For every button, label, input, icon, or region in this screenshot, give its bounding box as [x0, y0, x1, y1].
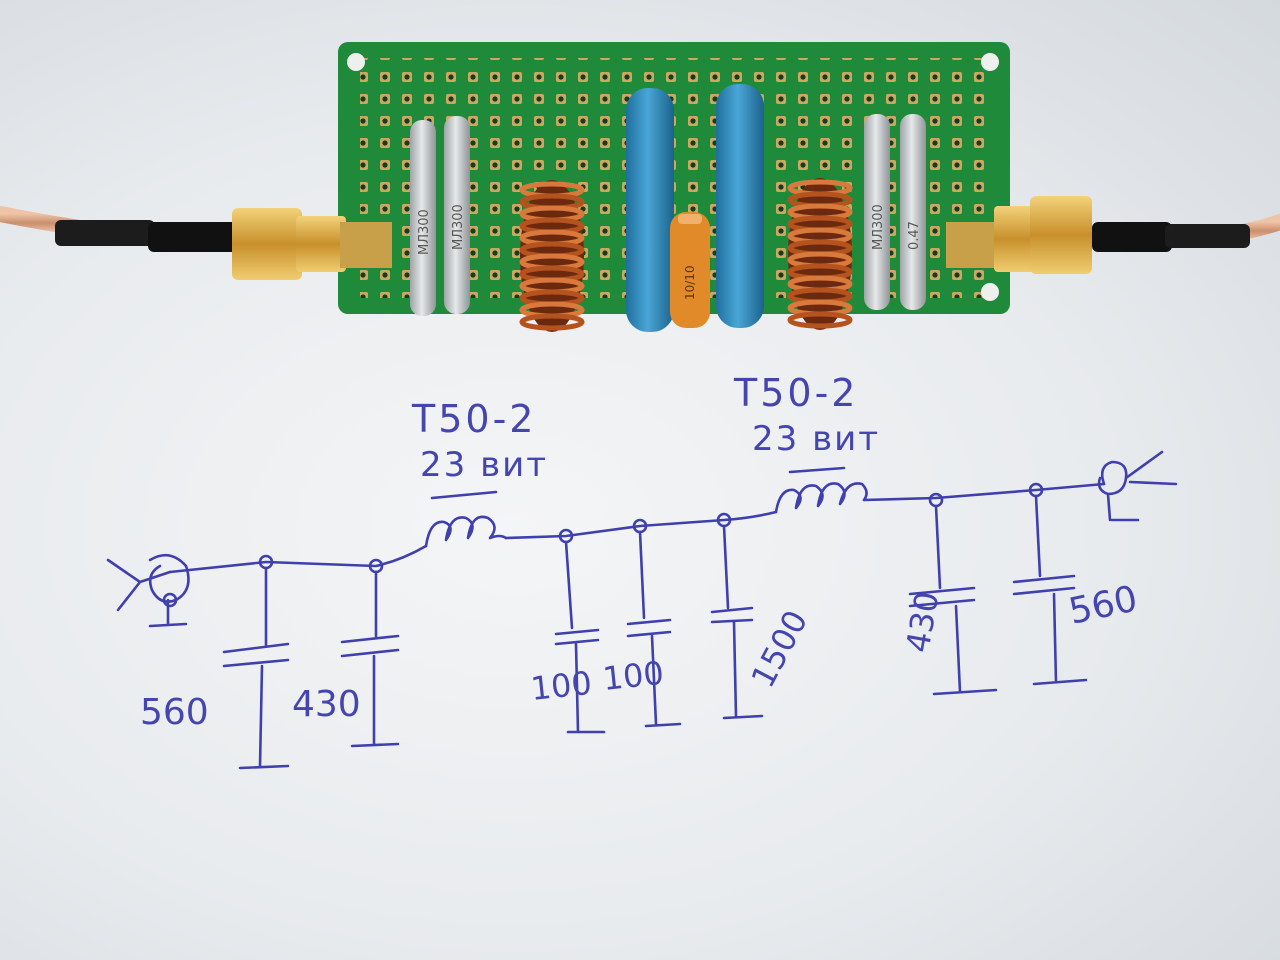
svg-text:0.47: 0.47	[907, 221, 922, 250]
right-sma-connector	[946, 196, 1092, 274]
right-coax-cable	[1082, 214, 1280, 252]
capacitor-4-symbol	[626, 530, 682, 728]
main-line-3	[862, 482, 1106, 502]
blue-capacitor-left	[626, 88, 674, 332]
capacitor-5-value: 1500	[744, 604, 816, 694]
capacitor-4-value: 100	[601, 654, 666, 698]
capacitor-1-value: 560	[140, 692, 209, 733]
resistor-left-1: МЛ300	[410, 120, 436, 316]
capacitor-1-symbol	[222, 566, 290, 770]
inductor-2-overline	[788, 466, 846, 474]
left-coax-cable	[0, 206, 243, 252]
resistor-right-2: 0.47	[900, 114, 926, 310]
winding-turn	[519, 313, 585, 331]
capacitor-6-value: 430	[898, 589, 946, 656]
capacitor-7-symbol	[1012, 494, 1088, 686]
inductor-1-overline	[430, 490, 498, 500]
inductor-2-symbol	[774, 482, 868, 514]
capacitor-3-symbol	[554, 540, 606, 734]
capacitor-6-symbol	[908, 504, 998, 696]
inductor-2-turns-label: 23 вит	[752, 419, 880, 459]
output-connector-symbol	[1097, 450, 1178, 522]
inductor-1-core-label: T50-2	[411, 397, 536, 441]
resistor-left-2: МЛ300	[444, 116, 470, 314]
orange-capacitor: 10/10	[670, 212, 710, 328]
toroid-inductor-right	[787, 178, 853, 330]
main-line-1	[168, 544, 428, 574]
main-line-2	[504, 510, 778, 540]
inductor-1-turns-label: 23 вит	[420, 445, 548, 485]
svg-text:МЛ300: МЛ300	[451, 204, 466, 250]
svg-text:МЛ300: МЛ300	[417, 209, 432, 255]
capacitor-3-value: 100	[529, 664, 594, 708]
left-sma-connector	[232, 208, 392, 280]
capacitor-2-symbol	[340, 570, 400, 748]
inductor-1-symbol	[424, 515, 508, 548]
junction-dots	[162, 482, 1044, 608]
blue-capacitor-right	[716, 84, 764, 328]
schematic-drawing: T50-2 23 вит T50-2 23 вит 560 430 100 10…	[106, 371, 1178, 770]
winding-turn	[787, 311, 853, 329]
input-connector-symbol	[106, 553, 190, 628]
resistor-right-1: МЛ300	[864, 114, 890, 310]
svg-text:10/10: 10/10	[683, 265, 697, 300]
inductor-2-core-label: T50-2	[733, 371, 858, 415]
capacitor-2-value: 430	[292, 684, 361, 725]
svg-text:МЛ300: МЛ300	[871, 204, 886, 250]
capacitor-5-symbol	[710, 524, 764, 720]
capacitor-7-value: 560	[1065, 578, 1141, 632]
toroid-inductor-left	[519, 180, 585, 332]
